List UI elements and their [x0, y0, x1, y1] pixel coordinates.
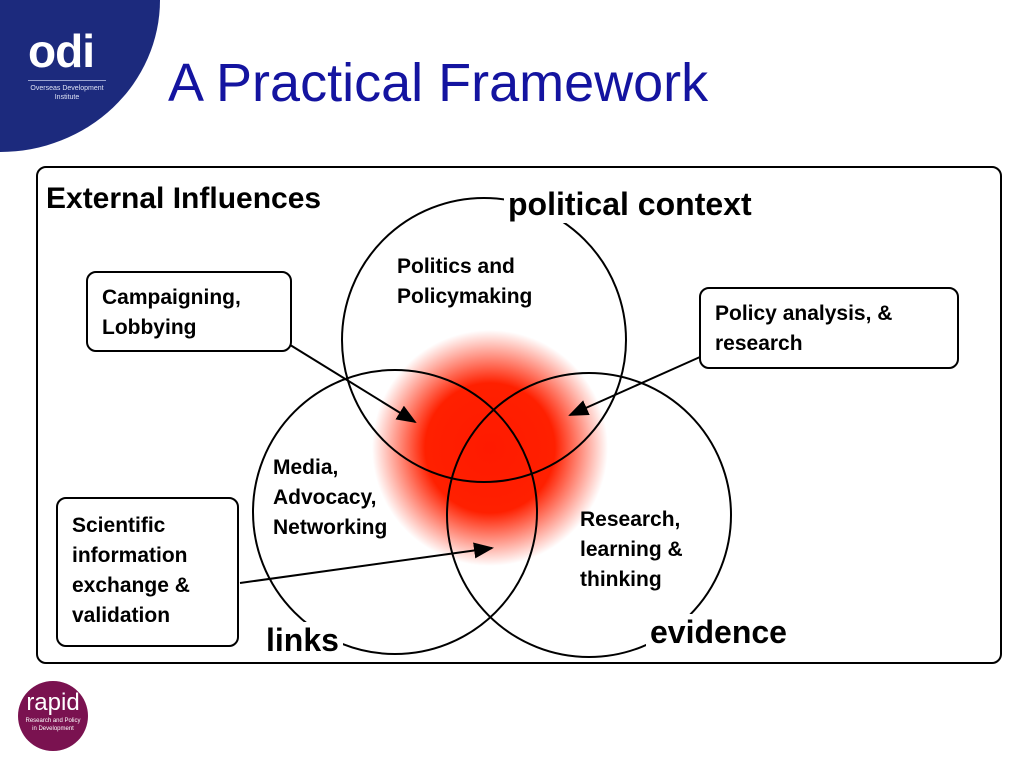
- odi-logo-subtitle: Overseas Development Institute: [30, 85, 104, 101]
- campaigning-box: Campaigning, Lobbying: [86, 271, 292, 352]
- center-highlight: [372, 330, 608, 566]
- circle-evidence: [446, 372, 732, 658]
- external-influences-label: External Influences: [46, 182, 322, 215]
- slide-title: A Practical Framework: [168, 53, 709, 113]
- links-label: links: [262, 622, 343, 659]
- media-advocacy-label: Media, Advocacy, Networking: [273, 456, 388, 539]
- diagram-frame: [36, 166, 1002, 664]
- politics-policymaking-label: Politics and Policymaking: [397, 255, 533, 308]
- research-learning-label: Research, learning & thinking: [580, 508, 683, 591]
- circle-links: [252, 369, 538, 655]
- rapid-logo-word: rapid: [26, 689, 80, 716]
- arrow-scientific: [239, 542, 494, 584]
- odi-logo: odi: [28, 25, 95, 77]
- scientific-exchange-box: Scientific information exchange & valida…: [56, 497, 239, 647]
- arrow-policy: [568, 356, 701, 416]
- evidence-label: evidence: [646, 614, 791, 651]
- arrow-campaigning: [286, 342, 417, 424]
- political-context-label: political context: [504, 186, 756, 223]
- policy-analysis-box: Policy analysis, & research: [699, 287, 959, 369]
- logo-divider: [28, 80, 106, 81]
- rapid-logo: rapid Research and Policy in Development: [18, 681, 88, 751]
- rapid-logo-subtitle: Research and Policy in Development: [25, 718, 81, 732]
- circle-political: [341, 197, 627, 483]
